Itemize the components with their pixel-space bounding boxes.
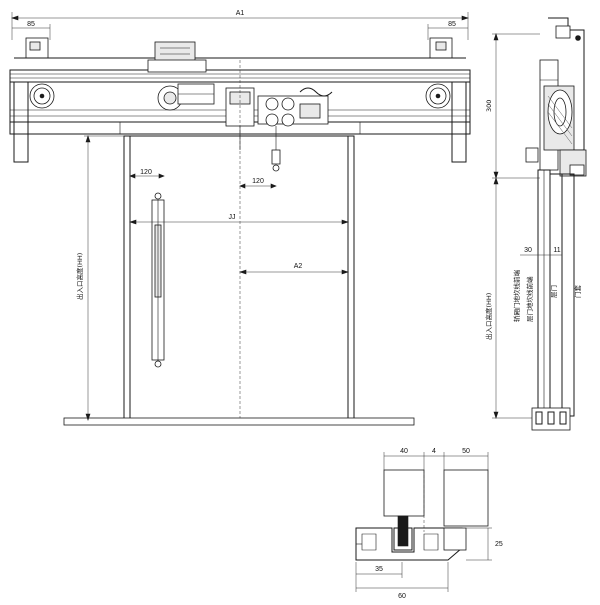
- front-view: A1 85 85: [9, 10, 471, 426]
- side-view: 300 出入口高度(HH) 30 11 轿厢门地坎线前端: [484, 17, 587, 431]
- dim-85-right: 85: [448, 21, 456, 28]
- label-hh-front: 出入口高度(HH): [75, 253, 84, 300]
- dim-a1: A1: [236, 10, 245, 17]
- dim-sill-60: 60: [398, 593, 406, 600]
- dim-85-left: 85: [27, 21, 35, 28]
- dim-sill-4: 4: [432, 448, 436, 455]
- dim-120-left: 120: [140, 169, 152, 176]
- label-door-cover: 门套: [573, 285, 582, 299]
- dim-sill-35: 35: [375, 566, 383, 573]
- label-landing-sill-line: 层门地坎线前端: [525, 276, 534, 322]
- dim-300: 300: [485, 100, 493, 112]
- sill-detail: 40 4 50 25 35 60: [355, 448, 503, 600]
- dim-30: 30: [524, 247, 532, 254]
- dim-sill-50: 50: [462, 448, 470, 455]
- label-landing-door: 层门: [549, 285, 558, 298]
- dim-sill-25: 25: [495, 541, 503, 548]
- label-hh-side: 出入口高度(HH): [484, 293, 493, 340]
- label-car-sill-line: 轿厢门地坎线前端: [512, 270, 521, 323]
- dim-a2: A2: [294, 263, 303, 270]
- dim-120-center: 120: [252, 178, 264, 185]
- dim-sill-40: 40: [400, 448, 408, 455]
- dim-11: 11: [553, 247, 560, 254]
- dim-jj: JJ: [229, 214, 236, 221]
